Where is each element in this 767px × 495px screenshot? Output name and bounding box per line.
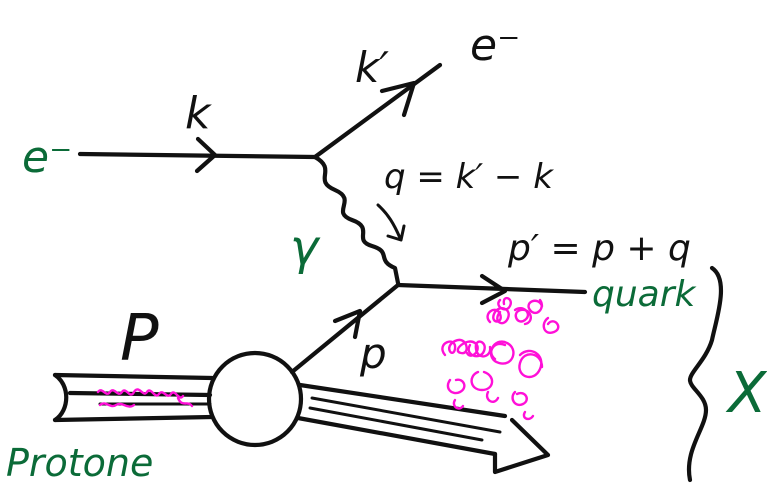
gluon-scribble-proton bbox=[96, 388, 194, 408]
label-photon: γ bbox=[290, 220, 321, 276]
momentum-transfer-arrow bbox=[376, 203, 406, 242]
label-quark: quark bbox=[592, 274, 698, 315]
proton-blob bbox=[206, 350, 304, 448]
label-electron-in: e⁻ bbox=[22, 132, 72, 183]
label-k: k bbox=[185, 88, 212, 139]
quark-line bbox=[395, 273, 588, 306]
incoming-electron-line bbox=[77, 136, 318, 174]
label-electron-out: e⁻ bbox=[470, 20, 520, 71]
label-X: X bbox=[725, 361, 767, 426]
label-q: q = k′ − k bbox=[384, 157, 554, 197]
hadronization-scribble bbox=[441, 296, 560, 421]
photon-line bbox=[312, 154, 401, 286]
final-state-brace bbox=[686, 265, 724, 483]
label-p: p bbox=[359, 329, 387, 378]
proton-tube bbox=[52, 372, 215, 423]
label-p-prime: p′ = p + q bbox=[507, 228, 691, 269]
remnant-tube bbox=[295, 382, 551, 475]
label-k-prime: k′ bbox=[355, 43, 389, 92]
outgoing-electron-line bbox=[312, 62, 443, 160]
parton-line bbox=[289, 282, 401, 375]
label-protone: Protone bbox=[6, 441, 153, 485]
label-P: P bbox=[120, 302, 159, 376]
